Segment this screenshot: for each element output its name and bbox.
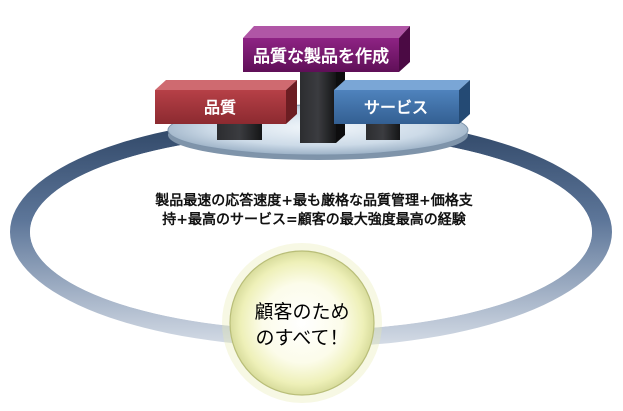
left-block-label: 品質 (204, 98, 236, 117)
right-block: サービス (334, 80, 470, 124)
right-block-label: サービス (364, 98, 428, 117)
center-pillar (300, 58, 336, 143)
left-block: 品質 (155, 80, 297, 124)
motto-line-1: 製品最速の応答速度+最も厳格な品質管理+価格支 (154, 192, 473, 209)
top-block: 品質な製品を作成 (243, 26, 410, 72)
center-text-line-2: のすべて！ (256, 327, 349, 349)
center-text-line-1: 顧客のため (254, 301, 349, 323)
top-block-label: 品質な製品を作成 (253, 46, 389, 67)
motto-line-2: 持+最高のサービス=顧客の最大強度最高の経験 (162, 211, 466, 228)
center-orb (229, 250, 375, 396)
ring-inner-fill (30, 134, 592, 330)
